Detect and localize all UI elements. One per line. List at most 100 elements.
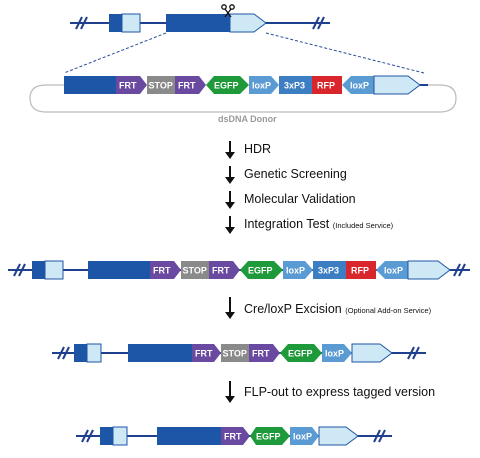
exon-2-utr bbox=[407, 260, 451, 280]
egfp-tag bbox=[206, 76, 249, 94]
frt-1-label: FRT bbox=[119, 81, 137, 91]
frt-1-label: FRT bbox=[224, 432, 242, 442]
donor-label: dsDNA Donor bbox=[218, 114, 277, 124]
frt-1 bbox=[192, 344, 221, 362]
exon-2-utr bbox=[318, 426, 359, 446]
stop-cassette bbox=[221, 344, 249, 362]
cre-excised-allele: FRT STOP FRT EGFP loxP bbox=[52, 343, 426, 363]
zoom-line-left bbox=[63, 32, 167, 74]
exon-2 bbox=[166, 14, 230, 32]
arrow-hdr bbox=[225, 141, 235, 159]
exon-1-utr bbox=[44, 260, 64, 280]
exon-1 bbox=[109, 14, 122, 32]
loxp-1 bbox=[283, 261, 313, 279]
rfp-marker bbox=[312, 76, 342, 94]
egfp-label: EGFP bbox=[256, 432, 281, 442]
stop-label: STOP bbox=[183, 266, 207, 276]
exon-2-utr bbox=[229, 13, 267, 33]
loxp-1-label: loxP bbox=[293, 432, 312, 442]
step-cre: Cre/loxP Excision (Optional Add-on Servi… bbox=[244, 302, 432, 316]
3xp3-promoter bbox=[313, 261, 346, 279]
frt-2 bbox=[209, 261, 240, 279]
break-mark-right bbox=[407, 346, 420, 360]
exon-1 bbox=[100, 427, 113, 445]
rfp-label: RFP bbox=[317, 81, 335, 91]
stop-cassette bbox=[147, 76, 175, 94]
break-mark-left bbox=[81, 429, 94, 443]
frt-1 bbox=[221, 427, 250, 445]
donor-utr bbox=[373, 75, 421, 95]
loxp-1 bbox=[290, 427, 319, 445]
egfp-label: EGFP bbox=[248, 266, 273, 276]
frt-2-label: FRT bbox=[178, 81, 196, 91]
3xp3-label: 3xP3 bbox=[284, 81, 305, 91]
exon-1 bbox=[74, 344, 87, 362]
arrow-integration bbox=[225, 216, 235, 234]
arrow-flp bbox=[225, 381, 235, 403]
break-mark-left bbox=[75, 16, 88, 30]
flp-out-allele: FRT EGFP loxP bbox=[76, 426, 392, 446]
loxp-1 bbox=[322, 344, 352, 362]
rfp-marker bbox=[346, 261, 376, 279]
step-screening: Genetic Screening bbox=[244, 167, 347, 181]
loxp-2-label: loxP bbox=[384, 266, 403, 276]
arrow-cre bbox=[225, 297, 235, 319]
frt-2-label: FRT bbox=[252, 349, 270, 359]
break-mark-left bbox=[13, 263, 26, 277]
frt-2-label: FRT bbox=[212, 266, 230, 276]
exon-2 bbox=[128, 344, 192, 362]
egfp-label: EGFP bbox=[288, 349, 313, 359]
loxp-2 bbox=[342, 76, 374, 94]
scissors-icon bbox=[221, 4, 235, 18]
step-integration-note: (Included Service) bbox=[332, 221, 394, 230]
loxp-1-label: loxP bbox=[252, 81, 271, 91]
stop-label: STOP bbox=[223, 349, 247, 359]
exon-1-utr bbox=[112, 426, 128, 446]
donor-exon bbox=[64, 76, 116, 94]
step-hdr: HDR bbox=[244, 142, 272, 156]
integrated-allele: FRT STOP FRT EGFP loxP 3xP3 RFP loxP bbox=[8, 260, 470, 280]
step-cre-note: (Optional Add-on Service) bbox=[345, 306, 432, 315]
arrow-screening bbox=[225, 166, 235, 184]
wildtype-locus bbox=[70, 4, 330, 33]
3xp3-label: 3xP3 bbox=[318, 266, 339, 276]
egfp-tag bbox=[280, 344, 322, 362]
exon-2 bbox=[157, 427, 221, 445]
zoom-line-right bbox=[265, 32, 425, 74]
donor-ring bbox=[29, 84, 457, 113]
arrow-validation bbox=[225, 191, 235, 209]
break-mark-right bbox=[453, 263, 466, 277]
rfp-label: RFP bbox=[351, 266, 369, 276]
break-mark-left bbox=[57, 346, 70, 360]
frt-1-label: FRT bbox=[195, 349, 213, 359]
frt-2 bbox=[175, 76, 206, 94]
loxp-1 bbox=[249, 76, 279, 94]
loxp-1-label: loxP bbox=[325, 349, 344, 359]
loxp-2 bbox=[376, 261, 408, 279]
step-validation: Molecular Validation bbox=[244, 192, 356, 206]
loxp-1-label: loxP bbox=[286, 266, 305, 276]
break-mark-right bbox=[312, 16, 325, 30]
frt-2 bbox=[249, 344, 280, 362]
egfp-tag bbox=[240, 261, 283, 279]
egfp-label: EGFP bbox=[214, 81, 239, 91]
exon-2 bbox=[88, 261, 150, 279]
stop-cassette bbox=[181, 261, 209, 279]
egfp-tag bbox=[250, 427, 290, 445]
exon-1-utr bbox=[86, 343, 102, 363]
frt-1-label: FRT bbox=[153, 266, 171, 276]
stop-label: STOP bbox=[149, 81, 173, 91]
frt-1 bbox=[116, 76, 147, 94]
step-integration: Integration Test (Included Service) bbox=[244, 217, 394, 231]
3xp3-promoter bbox=[279, 76, 312, 94]
break-mark-right bbox=[373, 429, 386, 443]
exon-2-utr bbox=[351, 343, 393, 363]
frt-1 bbox=[150, 261, 181, 279]
loxp-2-label: loxP bbox=[350, 81, 369, 91]
exon-1-utr bbox=[121, 13, 141, 33]
exon-1 bbox=[32, 261, 45, 279]
step-flp: FLP-out to express tagged version bbox=[244, 385, 436, 399]
donor-construct: FRT STOP FRT EGFP loxP 3xP3 RFP loxP bbox=[29, 75, 457, 113]
